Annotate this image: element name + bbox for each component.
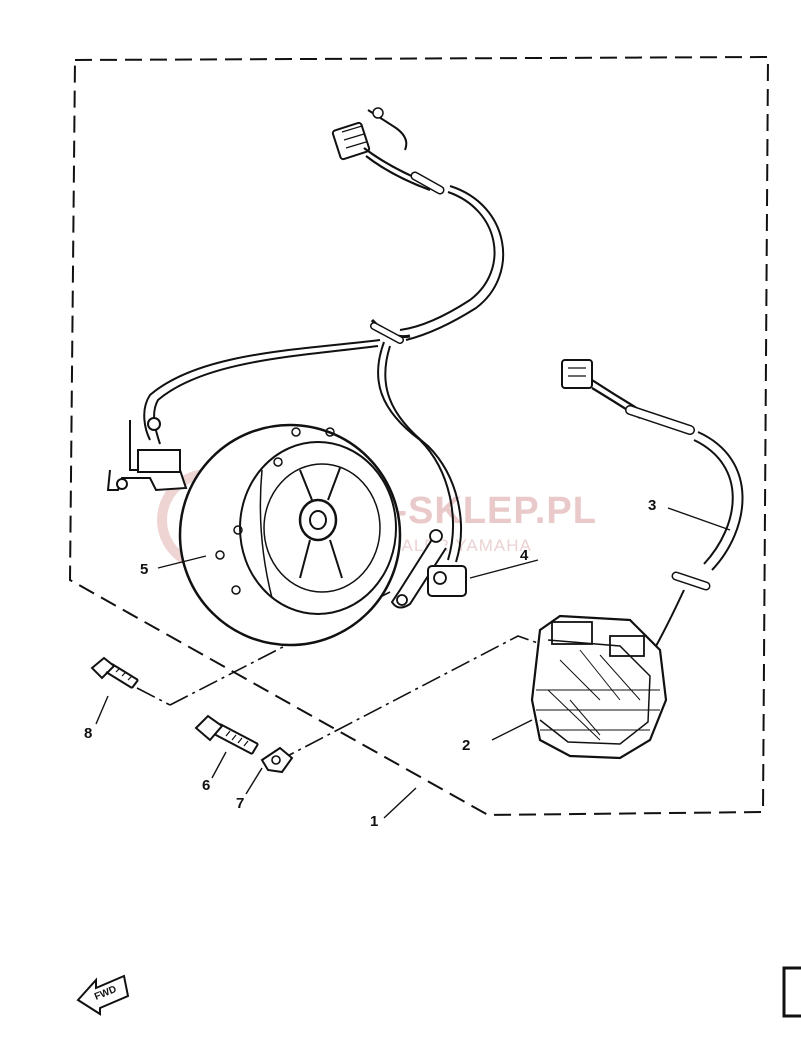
callout-1: 1 bbox=[370, 813, 378, 830]
callout-6: 6 bbox=[202, 777, 210, 794]
stator-wire-lead bbox=[561, 359, 744, 661]
screw-6 bbox=[194, 714, 259, 755]
bolt-8 bbox=[90, 656, 139, 689]
fwd-arrow-icon: FWD bbox=[76, 974, 130, 1016]
callout-7: 7 bbox=[236, 795, 244, 812]
clamp-7 bbox=[260, 746, 294, 774]
stator-coil-assembly bbox=[530, 614, 668, 760]
callout-3: 3 bbox=[648, 497, 656, 514]
harness-connector-3 bbox=[561, 359, 593, 389]
callout-2: 2 bbox=[462, 737, 470, 754]
flywheel-wire-harness bbox=[106, 107, 505, 563]
callout-8: 8 bbox=[84, 725, 92, 742]
flywheel-rotor bbox=[178, 423, 402, 647]
callout-leaders bbox=[95, 507, 731, 819]
assembly-boundary bbox=[68, 55, 770, 817]
harness-connector-5 bbox=[331, 121, 371, 161]
callout-4: 4 bbox=[520, 547, 529, 564]
pickup-coil bbox=[390, 529, 467, 609]
page-corner-box bbox=[782, 966, 801, 1018]
callouts: 1 2 3 4 5 6 7 8 bbox=[84, 497, 656, 830]
callout-5: 5 bbox=[140, 561, 148, 578]
